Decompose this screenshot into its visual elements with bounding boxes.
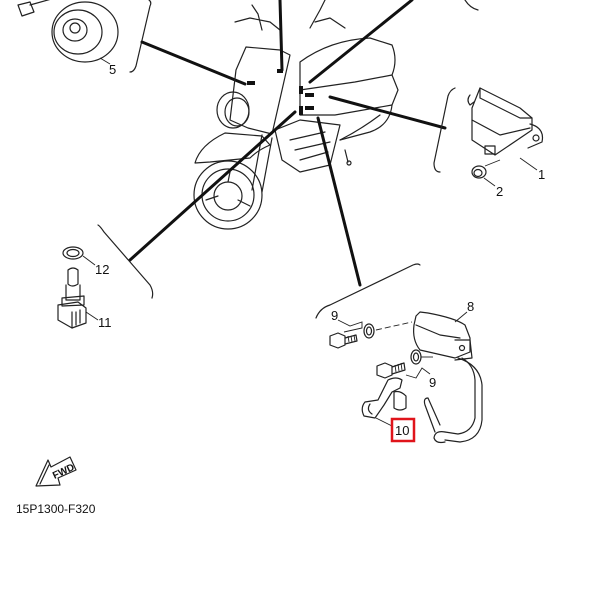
part-2-drawing (471, 159, 501, 187)
bracket-part-1 (433, 87, 456, 173)
part-label-9-lower[interactable]: 9 (429, 375, 436, 390)
bracket-part-8 (315, 263, 421, 319)
part-label-8[interactable]: 8 (467, 299, 474, 314)
part-label-2[interactable]: 2 (496, 184, 503, 199)
part-8-drawing (413, 311, 483, 444)
bracket-top-right (464, 0, 479, 11)
leader-top-right (308, 0, 414, 84)
leader-top-1 (278, 0, 284, 72)
part-9-lower-drawing (376, 349, 433, 379)
part-label-12[interactable]: 12 (95, 262, 109, 277)
part-5-drawing (17, 0, 119, 65)
part-10-drawing (361, 377, 407, 427)
leader-part-11 (128, 110, 297, 262)
leader-part-5 (140, 40, 247, 86)
part-11-drawing (57, 267, 99, 329)
highlight-box-part-10 (390, 417, 416, 443)
bracket-part-11 (97, 224, 154, 299)
part-label-11[interactable]: 11 (98, 315, 112, 330)
leader-part-8 (316, 116, 362, 287)
part-1-drawing (467, 87, 544, 171)
part-label-1[interactable]: 1 (538, 167, 545, 182)
part-9-upper-drawing (329, 319, 413, 349)
fwd-arrow-icon (35, 456, 77, 487)
leader-part-1 (328, 95, 447, 130)
diagram-code: 15P1300-F320 (16, 502, 96, 516)
part-label-9-upper[interactable]: 9 (331, 308, 338, 323)
part-12-drawing (62, 246, 96, 266)
part-label-10[interactable]: 10 (395, 423, 409, 438)
bracket-part-5 (129, 0, 152, 73)
part-label-5[interactable]: 5 (109, 62, 116, 77)
